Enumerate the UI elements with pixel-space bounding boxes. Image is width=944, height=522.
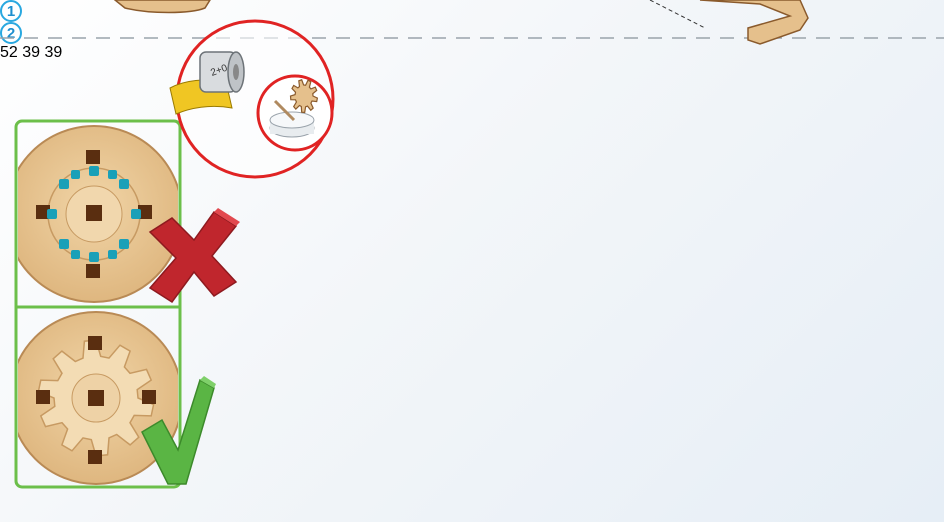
prep-instruction-circle: 2+0 — [170, 21, 333, 177]
top-left-part-fragment — [115, 0, 210, 13]
glue-application-icon — [258, 76, 332, 150]
comparison-panel — [6, 121, 240, 487]
right-example-disc — [10, 312, 216, 484]
